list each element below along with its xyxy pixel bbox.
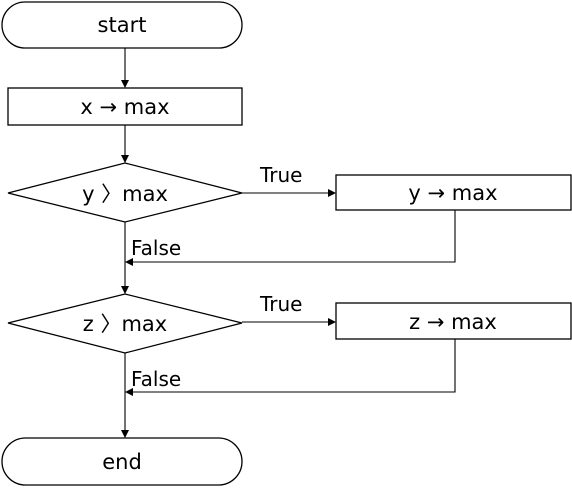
end-label: end bbox=[102, 450, 142, 474]
cond2-label: z 〉max bbox=[83, 312, 167, 336]
cond1-false-label: False bbox=[131, 236, 181, 260]
start-label: start bbox=[98, 13, 147, 37]
cond2-action-label: z → max bbox=[409, 310, 497, 334]
cond2-false-label: False bbox=[131, 367, 181, 391]
cond1-decision-node: y 〉max bbox=[7, 162, 243, 223]
cond1-action-label: y → max bbox=[408, 181, 497, 205]
cond2-decision-node: z 〉max bbox=[7, 293, 243, 354]
init-process-node: x → max bbox=[7, 87, 243, 126]
cond2-action-node: z → max bbox=[335, 302, 572, 340]
edge-cond2-action-return bbox=[125, 339, 456, 396]
end-node: end bbox=[1, 437, 243, 486]
cond1-label: y 〉max bbox=[82, 182, 168, 206]
init-label: x → max bbox=[80, 95, 169, 119]
cond1-action-node: y → max bbox=[335, 174, 572, 211]
edge-cond1-action-return bbox=[125, 210, 456, 266]
start-node: start bbox=[1, 1, 243, 49]
cond1-true-label: True bbox=[259, 163, 302, 187]
cond2-true-label: True bbox=[259, 292, 302, 316]
